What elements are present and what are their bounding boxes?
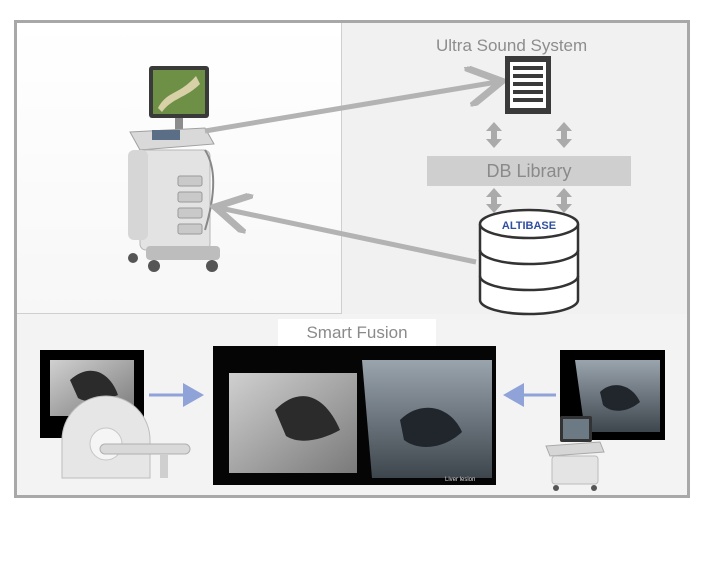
db-library-label: DB Library	[486, 161, 572, 181]
liver-lesion-caption: Liver lesion	[445, 477, 475, 483]
db-library-bar: DB Library	[427, 156, 631, 186]
smart-fusion-title: Smart Fusion	[306, 323, 408, 342]
ultra-sound-system-title: Ultra Sound System	[436, 36, 588, 55]
ct-scanner-illustration	[61, 395, 191, 479]
fused-image: Liver lesion	[213, 346, 496, 485]
altibase-logo-text: ALTIBASE	[502, 220, 556, 232]
smart-fusion-label-box: Smart Fusion	[278, 319, 436, 346]
small-ultrasound-machine-illustration	[545, 416, 605, 491]
